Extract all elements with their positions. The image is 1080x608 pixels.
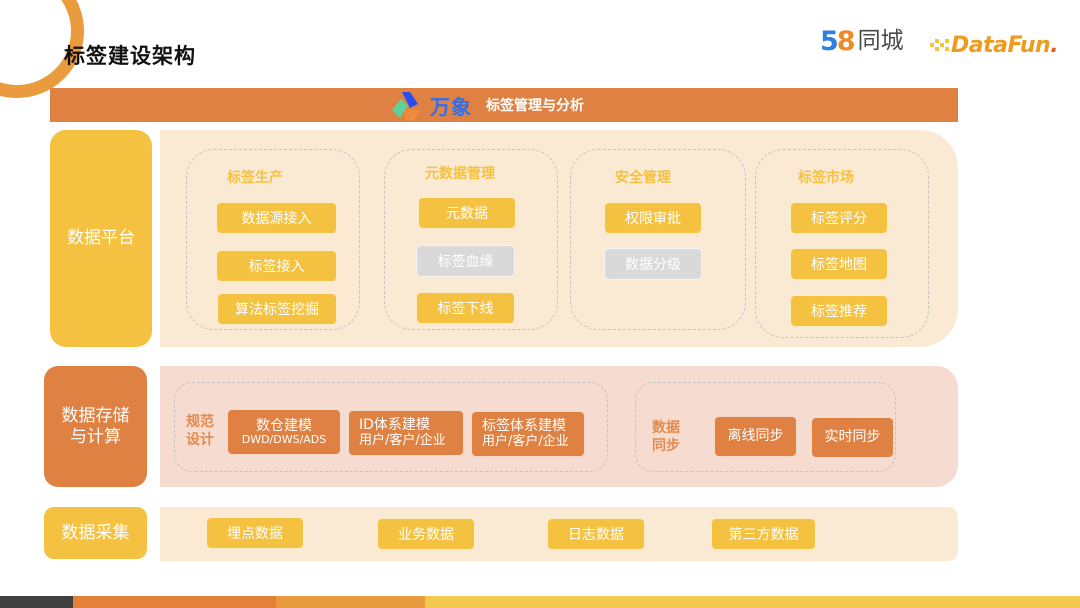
group-tag-production: 标签生产 数据源接入 标签接入 算法标签挖掘 [186, 149, 360, 330]
group-tag-market: 标签市场 标签评分 标签地图 标签推荐 [755, 149, 929, 338]
chip-id-system-modeling[interactable]: ID体系建模 用户/客户/企业 [348, 410, 464, 456]
group-title: 规范 设计 [186, 414, 214, 449]
group-title: 标签生产 [227, 170, 283, 186]
chip-offline-sync[interactable]: 离线同步 [714, 416, 797, 457]
group-title: 标签市场 [798, 170, 854, 186]
layer-label-data-collection: 数据采集 [44, 507, 147, 559]
chip-tag-offline[interactable]: 标签下线 [416, 292, 515, 324]
chip-tag-access[interactable]: 标签接入 [216, 250, 337, 282]
chip-permission-approval[interactable]: 权限审批 [604, 202, 702, 234]
label-line-1: 数据存储 [61, 406, 130, 427]
chip-tag-recommendation[interactable]: 标签推荐 [790, 295, 888, 327]
logo-company-text: 同城 [857, 27, 904, 54]
chip-tracking-data[interactable]: 埋点数据 [206, 517, 304, 549]
chip-business-data[interactable]: 业务数据 [377, 518, 475, 550]
chip-warehouse-modeling[interactable]: 数仓建模 DWD/DWS/ADS [227, 409, 341, 455]
group-data-sync: 数据 同步 离线同步 实时同步 [635, 382, 896, 472]
group-title: 数据 同步 [652, 420, 680, 455]
group-title: 元数据管理 [425, 166, 495, 182]
footer-stripe-yellow [425, 596, 1080, 608]
logo-digit-8: 8 [836, 25, 856, 57]
panel-data-collection: 埋点数据 业务数据 日志数据 第三方数据 [160, 507, 958, 561]
chip-metadata[interactable]: 元数据 [418, 197, 516, 229]
wanxiang-logo-icon [390, 90, 426, 120]
banner-label: 标签管理与分析 [486, 98, 584, 114]
logo-digit-5: 5 [820, 25, 839, 57]
chip-data-classification: 数据分级 [604, 248, 702, 280]
top-banner: 万象 标签管理与分析 [50, 88, 958, 122]
footer-stripe-orange [73, 596, 276, 608]
chip-tag-rating[interactable]: 标签评分 [790, 202, 888, 234]
group-standard-design: 规范 设计 数仓建模 DWD/DWS/ADS ID体系建模 用户/客户/企业 标… [174, 382, 608, 472]
panel-data-platform: 标签生产 数据源接入 标签接入 算法标签挖掘 元数据管理 元数据 标签血缘 标签… [160, 130, 958, 347]
chip-log-data[interactable]: 日志数据 [547, 518, 645, 550]
chip-third-party-data[interactable]: 第三方数据 [711, 518, 816, 550]
group-title: 安全管理 [615, 170, 671, 186]
layer-label-data-platform: 数据平台 [50, 130, 152, 347]
group-metadata-management: 元数据管理 元数据 标签血缘 标签下线 [384, 149, 558, 330]
layer-label-storage-compute: 数据存储 与计算 [44, 366, 147, 487]
datafun-logo-text: DataFun. [951, 32, 1059, 58]
page-title: 标签建设架构 [64, 44, 196, 68]
footer-color-bar [0, 596, 1080, 608]
chip-tag-map[interactable]: 标签地图 [790, 248, 888, 280]
chip-tag-system-modeling[interactable]: 标签体系建模 用户/客户/企业 [471, 411, 585, 457]
brand-name: 万象 [430, 94, 472, 119]
chip-realtime-sync[interactable]: 实时同步 [811, 417, 894, 458]
group-security-management: 安全管理 权限审批 数据分级 [570, 149, 746, 330]
chip-algorithm-tag-mining[interactable]: 算法标签挖掘 [217, 293, 337, 325]
panel-storage-compute: 规范 设计 数仓建模 DWD/DWS/ADS ID体系建模 用户/客户/企业 标… [160, 366, 958, 487]
chip-tag-lineage: 标签血缘 [416, 245, 515, 277]
footer-stripe-dark [0, 596, 73, 608]
datafun-logo: DataFun. [930, 30, 1059, 60]
datafun-dots-icon [930, 37, 950, 53]
58-tongcheng-logo: 5 8 同城 [820, 26, 904, 56]
footer-stripe-light-orange [276, 596, 425, 608]
chip-datasource-access[interactable]: 数据源接入 [216, 202, 337, 234]
label-line-2: 与计算 [70, 426, 121, 447]
